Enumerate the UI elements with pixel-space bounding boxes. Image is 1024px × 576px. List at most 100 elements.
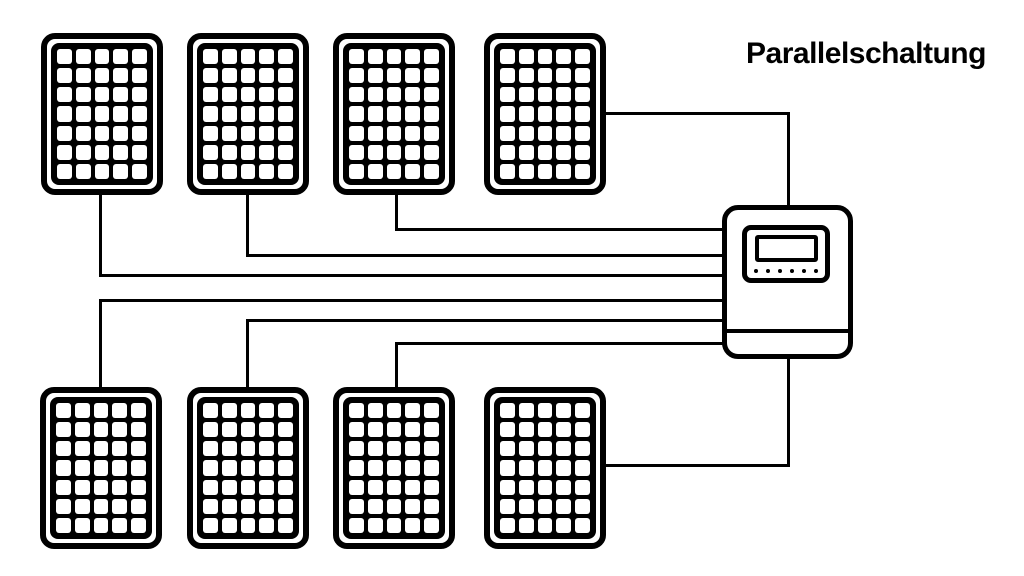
panel-cell <box>57 87 72 103</box>
panel-cell <box>75 49 91 65</box>
panel-cell <box>556 498 572 514</box>
panel-cell <box>367 68 383 84</box>
panel-cell <box>518 68 534 84</box>
panel-cell <box>240 479 256 495</box>
panel-cell <box>132 125 147 141</box>
panel-cell <box>278 460 293 476</box>
panel-cell <box>575 68 590 84</box>
panel-cell <box>240 87 256 103</box>
panel-cell <box>518 49 534 65</box>
panel-cell <box>56 422 71 438</box>
panel-cell <box>500 517 515 533</box>
panel-cell <box>203 68 218 84</box>
panel-cell <box>240 106 256 122</box>
panel-cell <box>278 163 293 179</box>
panel-cell <box>386 422 402 438</box>
panel-cell <box>518 498 534 514</box>
panel-cell <box>259 163 275 179</box>
panel-cell <box>537 422 553 438</box>
wire-top-3 <box>395 194 398 231</box>
panel-cell <box>278 403 293 419</box>
panel-cell <box>259 441 275 457</box>
panel-cell <box>405 479 421 495</box>
panel-cell <box>203 517 218 533</box>
wire-top-4 <box>603 112 790 115</box>
panel-cell <box>518 87 534 103</box>
panel-cell <box>131 422 146 438</box>
panel-cell <box>74 498 90 514</box>
panel-cell <box>405 498 421 514</box>
panel-cell <box>500 125 515 141</box>
panel-cell <box>424 68 439 84</box>
indicator-dot <box>790 269 794 273</box>
panel-cell <box>131 403 146 419</box>
panel-cell <box>113 87 129 103</box>
panel-cell <box>405 106 421 122</box>
panel-cell <box>203 460 218 476</box>
panel-cell <box>556 49 572 65</box>
panel-cell <box>112 479 128 495</box>
panel-cell <box>556 163 572 179</box>
panel-cell <box>93 498 109 514</box>
panel-cell <box>500 87 515 103</box>
panel-cell <box>259 125 275 141</box>
panel-cell <box>367 49 383 65</box>
diagram-title: Parallelschaltung <box>746 37 986 70</box>
panel-cell <box>221 441 237 457</box>
panel-cell <box>405 49 421 65</box>
panel-cell <box>386 403 402 419</box>
panel-cell <box>386 87 402 103</box>
panel-cell <box>93 460 109 476</box>
indicator-dot <box>814 269 818 273</box>
solar-panel-top-3 <box>333 33 455 195</box>
panel-cell <box>112 460 128 476</box>
panel-cell <box>132 106 147 122</box>
panel-cell-grid <box>343 397 445 539</box>
panel-cell <box>349 144 364 160</box>
panel-cell <box>240 49 256 65</box>
panel-cell <box>75 163 91 179</box>
panel-cell <box>349 479 364 495</box>
panel-cell <box>386 498 402 514</box>
panel-cell <box>113 49 129 65</box>
panel-cell <box>405 403 421 419</box>
panel-cell <box>405 144 421 160</box>
panel-cell <box>203 422 218 438</box>
panel-cell <box>112 403 128 419</box>
wire-top-2 <box>246 254 726 257</box>
panel-cell <box>349 517 364 533</box>
panel-cell <box>56 517 71 533</box>
panel-cell <box>386 68 402 84</box>
panel-cell <box>56 403 71 419</box>
panel-cell <box>259 68 275 84</box>
panel-cell <box>94 87 110 103</box>
panel-cell <box>56 441 71 457</box>
panel-cell <box>405 125 421 141</box>
wire-top-4 <box>787 112 790 208</box>
panel-cell <box>259 403 275 419</box>
panel-cell <box>203 125 218 141</box>
solar-panel-top-4 <box>484 33 606 195</box>
panel-cell <box>386 163 402 179</box>
panel-cell <box>75 68 91 84</box>
panel-cell <box>278 49 293 65</box>
panel-cell <box>131 517 146 533</box>
panel-cell <box>537 498 553 514</box>
panel-cell <box>386 125 402 141</box>
panel-cell <box>405 87 421 103</box>
panel-cell <box>132 163 147 179</box>
panel-cell <box>278 144 293 160</box>
panel-cell <box>424 144 439 160</box>
panel-cell <box>518 517 534 533</box>
panel-cell <box>221 517 237 533</box>
panel-cell <box>500 479 515 495</box>
panel-cell <box>240 517 256 533</box>
panel-cell <box>349 106 364 122</box>
charge-controller <box>722 205 853 359</box>
panel-cell <box>518 125 534 141</box>
panel-cell <box>349 422 364 438</box>
panel-cell <box>75 106 91 122</box>
panel-cell <box>575 125 590 141</box>
panel-cell <box>537 460 553 476</box>
panel-cell <box>556 403 572 419</box>
